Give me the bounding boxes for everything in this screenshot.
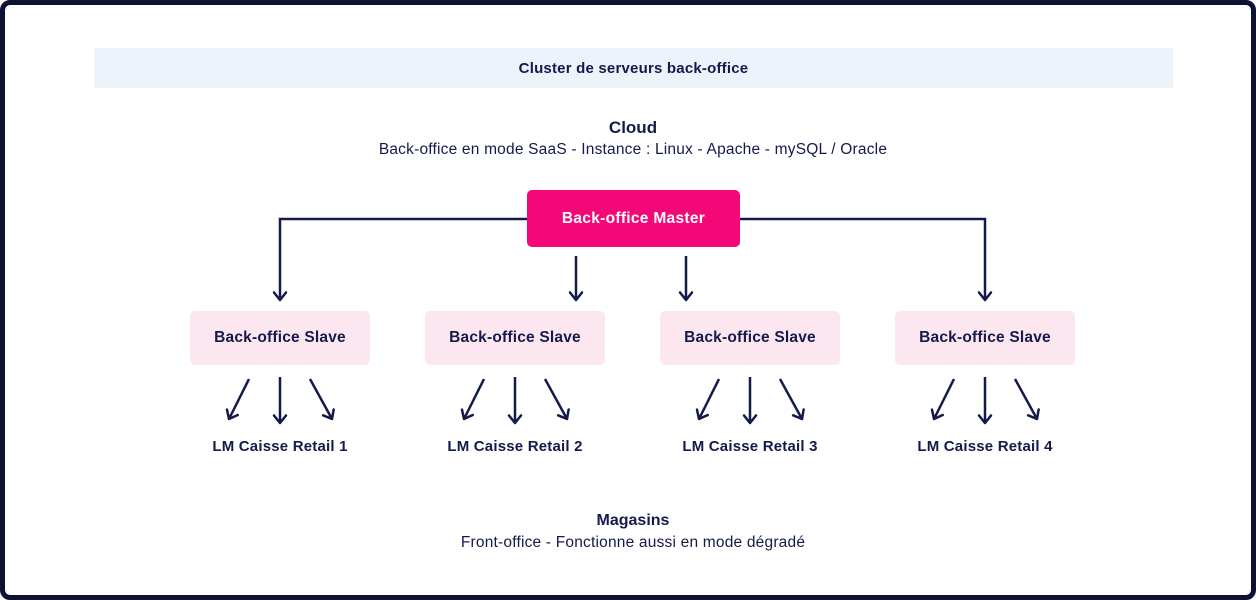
arrow-slave4-fan-right (1013, 378, 1040, 421)
arrow-slave1-fan-right (308, 378, 335, 421)
cloud-section: Cloud Back-office en mode SaaS - Instanc… (5, 117, 1251, 160)
slave-node-1: Back-office Slave (190, 311, 370, 365)
header-bar: Cluster de serveurs back-office (94, 48, 1173, 88)
slave-label: Back-office Slave (214, 329, 346, 346)
retail-label-3: LM Caisse Retail 3 (682, 438, 818, 455)
master-node: Back-office Master (527, 190, 740, 247)
arrow-slave2-fan-left (460, 378, 486, 421)
stores-subtitle: Front-office - Fonctionne aussi en mode … (460, 534, 806, 551)
arrow-slave2-fan-right (543, 378, 570, 421)
master-label: Back-office Master (561, 209, 706, 227)
arrow-slave3-fan-left (695, 378, 721, 421)
stores-section: Magasins Front-office - Fonctionne aussi… (5, 510, 1251, 553)
arrow-slave1-fan-left (225, 378, 251, 421)
arrow-master-to-slave-1 (272, 217, 527, 302)
arrow-slave4-fan-left (930, 378, 956, 421)
header-title: Cluster de serveurs back-office (518, 59, 749, 77)
cloud-subtitle: Back-office en mode SaaS - Instance : Li… (378, 141, 888, 158)
slave-label: Back-office Slave (449, 329, 581, 346)
slave-node-2: Back-office Slave (425, 311, 605, 365)
cloud-title: Cloud (608, 118, 658, 137)
slave-node-3: Back-office Slave (660, 311, 840, 365)
slave-label: Back-office Slave (684, 329, 816, 346)
stores-title: Magasins (596, 512, 670, 529)
retail-label-4: LM Caisse Retail 4 (917, 438, 1053, 455)
arrow-slave3-fan-right (778, 378, 805, 421)
arrow-master-to-slave-4 (740, 217, 993, 302)
retail-label-1: LM Caisse Retail 1 (212, 438, 348, 455)
slave-node-4: Back-office Slave (895, 311, 1075, 365)
slave-label: Back-office Slave (919, 329, 1051, 346)
retail-label-2: LM Caisse Retail 2 (447, 438, 583, 455)
